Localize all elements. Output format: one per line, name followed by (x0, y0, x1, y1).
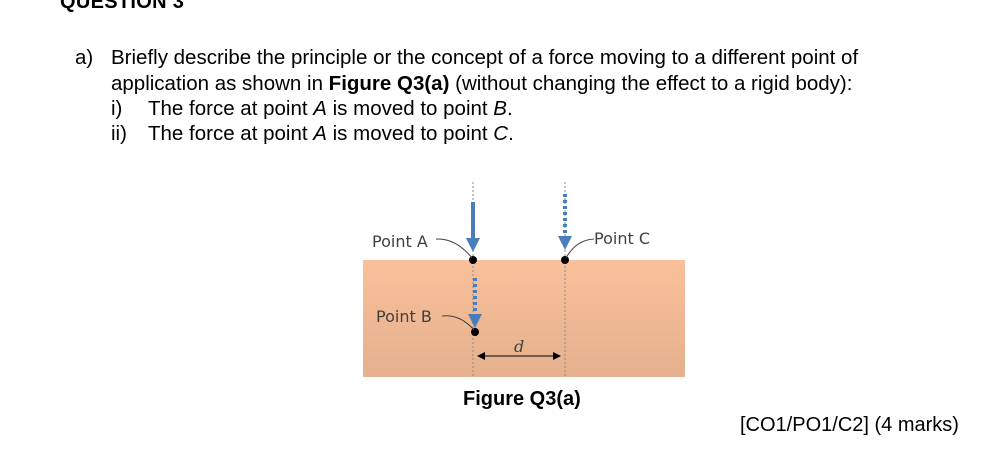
force-arrow-b (468, 278, 482, 328)
item-i-text: The force at point A is moved to point B… (148, 97, 513, 121)
leader-point-a (435, 238, 473, 259)
part-a-label: a) (75, 46, 94, 69)
label-point-a: Point A (372, 232, 428, 251)
label-point-b: Point B (376, 307, 432, 326)
line2-text-end: (without changing the effect to a rigid … (449, 72, 853, 95)
part-a-line1: Briefly describe the principle or the co… (111, 46, 859, 69)
label-point-c: Point C (594, 229, 650, 248)
item-ii-post: . (508, 122, 514, 145)
marks-allocation: [CO1/PO1/C2] (4 marks) (740, 414, 959, 436)
item-i-label: i) (111, 97, 123, 120)
item-ii-mid: is moved to point (326, 122, 494, 145)
item-ii-label: ii) (111, 122, 127, 145)
item-i-point-1: A (313, 97, 327, 120)
item-i-pre: The force at point (148, 97, 314, 120)
part-a-line2: application as shown in Figure Q3(a) (wi… (111, 72, 852, 96)
figure-caption: Figure Q3(a) (463, 388, 581, 410)
leader-point-b (441, 315, 475, 331)
question-heading: QUESTION 3 (60, 0, 185, 13)
point-b-dot (471, 328, 479, 336)
point-c-dot (561, 256, 569, 264)
item-ii-pre: The force at point (148, 122, 314, 145)
item-ii-point-2: C (493, 122, 509, 145)
item-i-point-2: B (493, 97, 507, 120)
force-arrow-a (466, 202, 480, 252)
rigid-body-figure: Point A Point C Point B d (363, 182, 685, 377)
label-distance: d (514, 337, 524, 356)
leader-point-c (565, 238, 595, 259)
item-ii-point-1: A (313, 122, 327, 145)
item-ii-text: The force at point A is moved to point C… (148, 122, 514, 146)
figure-reference: Figure Q3(a) (328, 72, 450, 95)
item-i-post: . (506, 97, 513, 120)
line2-text: application as shown in (111, 72, 329, 95)
item-i-mid: is moved to point (326, 97, 494, 120)
force-arrow-c (558, 194, 572, 250)
point-a-dot (469, 256, 477, 264)
